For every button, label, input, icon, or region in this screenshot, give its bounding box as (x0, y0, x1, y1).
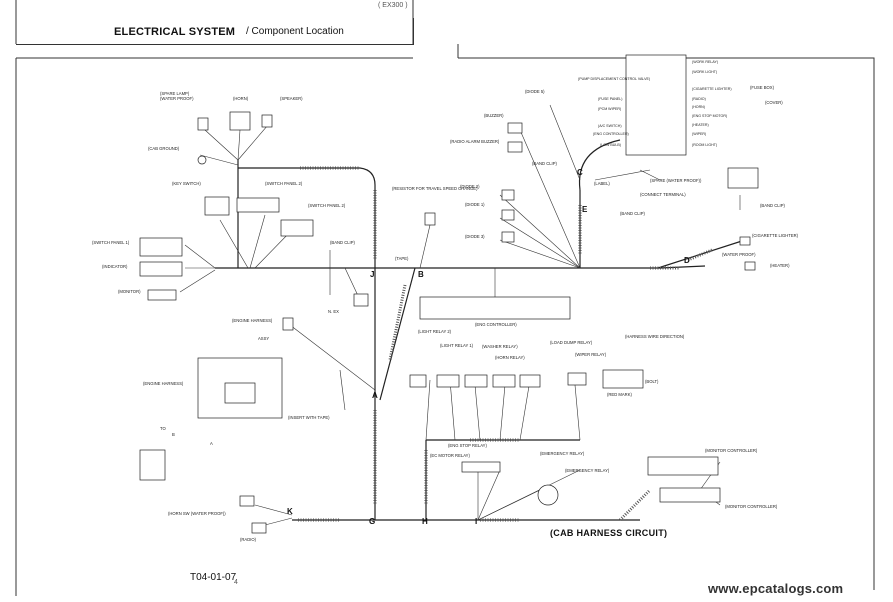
label-fuse-panel: (FUSE PANEL) (598, 97, 623, 101)
label-light-relay-1: (LIGHT RELAY 1) (440, 343, 474, 348)
label-speaker: (SPEAKER) (280, 96, 303, 101)
label-band-clip-4: (BAND CLIP) (760, 203, 786, 208)
label-b-mark: B (172, 432, 175, 437)
component-labels: (SPARE LAMP) (WATER PROOF) (HORN) (SPEAK… (92, 60, 799, 542)
label-insert-with-tape: (INSERT WITH TAPE) (288, 415, 330, 420)
label-work-relay: (WORK RELAY) (692, 60, 718, 64)
location-letters: A B C D E G H I J K (287, 168, 690, 526)
label-ec-motor-relay: (EC MOTOR RELAY) (430, 453, 470, 458)
label-pump-displacement: (PUMP DISPLACEMENT CONTROL VALVE) (578, 77, 650, 81)
label-load-dump-relay: (LOAD DUMP RELAY) (550, 340, 593, 345)
label-diode-2: (DIODE 2) (460, 184, 480, 189)
figure-code: T04-01-07 (190, 572, 237, 583)
page-title: ELECTRICAL SYSTEM (114, 26, 236, 38)
footer-mark: 4 (234, 579, 238, 586)
label-label: (LABEL) (594, 181, 610, 186)
label-ac-switch: (A/C SWITCH) (598, 124, 622, 128)
label-pcm-wiper: (PCM WIPER) (598, 107, 621, 111)
label-horn-sw: (HORN SW (WATER PROOF)) (168, 511, 226, 516)
branch-wires (179, 104, 741, 526)
label-resistor: (RESISTOR FOR TRAVEL SPEED CHANGE) (392, 186, 478, 191)
page-subtitle: / Component Location (246, 26, 344, 37)
label-a-mark: A (210, 441, 213, 446)
label-monitor-controller-2: (MONITOR CONTROLLER) (725, 504, 778, 509)
label-cigarette-lighter-2: (CIGARETTE LIGHTER) (752, 233, 799, 238)
label-switch-panel-1: (SWITCH PANEL 1) (92, 240, 130, 245)
label-diode-1: (DIODE 1) (465, 202, 485, 207)
label-eng-controller-2: (ENG CONTROLLER) (475, 322, 517, 327)
label-assy: ASSY (258, 336, 269, 341)
label-diode-3: (DIODE 3) (465, 234, 485, 239)
label-emergency-relay-2: (EMERGENCY RELAY) (565, 468, 610, 473)
letter-h: H (422, 517, 428, 526)
label-emergency-relay: (EMERGENCY RELAY) (540, 451, 585, 456)
label-switch-panel-2: (SWITCH PANEL 2) (265, 181, 303, 186)
label-light-relay-2: (LIGHT RELAY 2) (418, 329, 452, 334)
label-engine-harness: (ENGINE HARNESS) (232, 318, 273, 323)
label-room-light: (ROOM LIGHT) (692, 143, 717, 147)
label-band-clip-3: (BAND CLIP) (620, 211, 646, 216)
label-buzzer: (BUZZER) (484, 113, 504, 118)
letter-j: J (370, 270, 374, 279)
label-band-clip-2: (BAND CLIP) (532, 161, 558, 166)
label-cab-ground: (CAB GROUND) (148, 146, 180, 151)
watermark: www.epcatalogs.com (708, 581, 844, 596)
label-tape: (TAPE) (395, 256, 409, 261)
label-eng-stop-motor: (ENG STOP MOTOR) (692, 114, 727, 118)
label-horn-relay: (HORN RELAY) (495, 355, 525, 360)
letter-e: E (582, 205, 588, 214)
label-heater: (HEATER) (692, 123, 709, 127)
label-diode-5: (DIODE 5) (525, 89, 545, 94)
circuit-label: (CAB HARNESS CIRCUIT) (550, 528, 668, 538)
letter-c: C (577, 168, 583, 177)
label-radio: (RADIO) (692, 97, 706, 101)
label-harness-wire-direction: (HARNESS WIRE DIRECTION) (625, 334, 685, 339)
letter-d: D (684, 256, 690, 265)
label-to: TO (160, 426, 166, 431)
label-heater-2: (HEATER) (770, 263, 790, 268)
label-low-bulb: (LOW BULB) (600, 143, 621, 147)
letter-k: K (287, 507, 293, 516)
label-eng-stop-relay: (ENG STOP RELAY) (448, 443, 487, 448)
label-spare-lamp: (SPARE LAMP) (160, 91, 190, 96)
label-red-mark: (RED MARK) (607, 392, 632, 397)
label-bolt: (BOLT) (645, 379, 659, 384)
label-water-proof: (WATER PROOF) (160, 96, 194, 101)
label-cigarette-lighter: (CIGARETTE LIGHTER) (692, 87, 732, 91)
label-indicator: (INDICATOR) (102, 264, 128, 269)
label-wiper: (WIPER) (692, 132, 706, 136)
label-radio-alarm-buzzer: (RADIO ALARM BUZZER) (450, 139, 500, 144)
label-monitor: (MONITOR) (118, 289, 141, 294)
label-key-switch: (KEY SWITCH) (172, 181, 201, 186)
label-work-light: (WORK LIGHT) (692, 70, 717, 74)
label-spare-water-proof: (SPARE (WATER PROOF)) (650, 178, 702, 183)
page-frame (15, 0, 875, 596)
label-horn-r: (HORN) (692, 105, 705, 109)
letter-g: G (369, 517, 375, 526)
letter-a: A (372, 391, 378, 400)
label-monitor-controller: (MONITOR CONTROLLER) (705, 448, 758, 453)
label-cover: (COVER) (765, 100, 783, 105)
label-band-clip-1: (BAND CLIP) (330, 240, 356, 245)
model-tag: ( EX300 ) (378, 2, 408, 9)
letter-i: I (475, 517, 477, 526)
label-washer-relay: (WASHER RELAY) (482, 344, 518, 349)
label-n-ex: N. EX (328, 309, 339, 314)
label-fuse-box: (FUSE BOX) (750, 85, 775, 90)
label-eng-controller: (ENG CONTROLLER) (593, 132, 629, 136)
label-engine-harness-2: (ENGINE HARNESS) (143, 381, 184, 386)
label-radio-2: (RADIO) (240, 537, 257, 542)
label-water-proof-2: (WATER PROOF) (722, 252, 756, 257)
connectors (139, 54, 759, 534)
label-horn: (HORN) (233, 96, 249, 101)
label-connect-terminal: (CONNECT TERMINAL) (640, 192, 686, 197)
label-wiper-relay: (WIPER RELAY) (575, 352, 607, 357)
letter-b: B (418, 270, 424, 279)
label-switch-panel-2b: (SWITCH PANEL 2) (308, 203, 346, 208)
harness-hatching (298, 166, 713, 522)
